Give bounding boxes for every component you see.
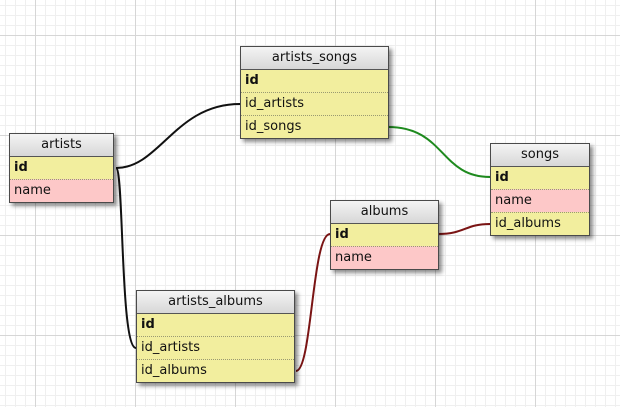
- table-title[interactable]: artists: [10, 134, 113, 157]
- field-name[interactable]: name: [10, 179, 113, 202]
- field-id[interactable]: id: [241, 70, 388, 92]
- field-id-albums[interactable]: id_albums: [137, 359, 294, 382]
- field-id[interactable]: id: [491, 167, 589, 189]
- field-name[interactable]: name: [331, 246, 438, 269]
- table-artists-songs[interactable]: artists_songs id id_artists id_songs: [240, 46, 389, 139]
- field-id[interactable]: id: [10, 157, 113, 179]
- field-id-artists[interactable]: id_artists: [137, 336, 294, 359]
- link-albums-to-artists-albums[interactable]: [295, 233, 331, 372]
- table-artists[interactable]: artists id name: [9, 133, 114, 203]
- table-title[interactable]: albums: [331, 201, 438, 224]
- table-title[interactable]: artists_albums: [137, 291, 294, 314]
- table-artists-albums[interactable]: artists_albums id id_artists id_albums: [136, 290, 295, 383]
- table-songs[interactable]: songs id name id_albums: [490, 143, 590, 236]
- table-title[interactable]: songs: [491, 144, 589, 167]
- field-id[interactable]: id: [137, 314, 294, 336]
- link-artists-to-artists-albums[interactable]: [115, 167, 137, 349]
- link-songs-to-artists-songs[interactable]: [387, 126, 491, 178]
- link-artists-to-artists-songs[interactable]: [115, 103, 241, 169]
- field-id-songs[interactable]: id_songs: [241, 115, 388, 138]
- link-albums-to-songs[interactable]: [437, 223, 491, 235]
- field-id[interactable]: id: [331, 224, 438, 246]
- table-albums[interactable]: albums id name: [330, 200, 439, 270]
- field-id-artists[interactable]: id_artists: [241, 92, 388, 115]
- field-name[interactable]: name: [491, 189, 589, 212]
- field-id-albums[interactable]: id_albums: [491, 212, 589, 235]
- table-title[interactable]: artists_songs: [241, 47, 388, 70]
